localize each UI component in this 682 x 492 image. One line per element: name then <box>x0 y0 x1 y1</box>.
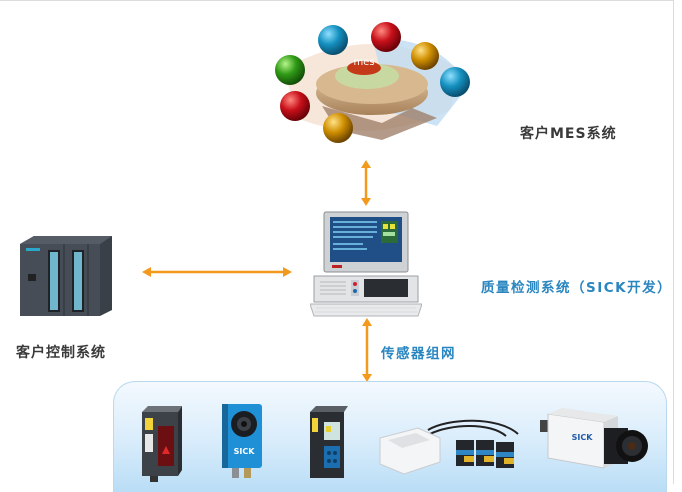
plc-io-strip-2 <box>74 252 82 310</box>
sensor-multihead-controller <box>379 419 519 475</box>
arrow-head-up <box>361 160 371 168</box>
frame-top-border <box>0 0 674 1</box>
sensor-sick-ranger-camera: SICK <box>540 408 648 469</box>
quality-inspection-pc <box>310 210 422 318</box>
plc-io-strip-1 <box>50 252 58 310</box>
arrow-quality-sensors <box>362 318 372 382</box>
sensor-network-label: 传感器组网 <box>381 346 456 362</box>
mes-system-node: mes <box>262 18 482 148</box>
sensor-laser-distance <box>142 406 182 482</box>
mes-wheel-illustration: mes <box>275 22 470 143</box>
module-ball-purchase <box>323 113 353 143</box>
module-ball-tracking <box>440 67 470 97</box>
sick-logo: SICK <box>234 447 256 456</box>
sensor-displacement <box>310 406 348 478</box>
arrow-head-right <box>283 267 292 277</box>
quality-system-label: 质量检测系统（SICK开发） <box>481 280 673 296</box>
sensor-sick-vision: SICK <box>222 404 262 478</box>
module-ball-scheduling <box>280 91 310 121</box>
module-ball-document <box>411 42 439 70</box>
arrow-head-left <box>142 267 151 277</box>
keyboard <box>310 303 422 317</box>
mes-center-button <box>347 61 381 75</box>
sensor-network-panel: SICK SICK <box>113 381 667 492</box>
arrow-head-down <box>362 374 372 382</box>
arrow-head-down <box>361 198 371 206</box>
control-system-label: 客户控制系统 <box>16 345 106 361</box>
module-ball-quality <box>318 25 348 55</box>
mes-center-label: mes <box>353 57 374 68</box>
mes-system-label: 客户MES系统 <box>520 126 617 142</box>
module-ball-material <box>275 55 305 85</box>
frame-right-border <box>673 0 674 484</box>
arrow-mes-quality <box>361 160 371 206</box>
module-ball-equipment <box>371 22 401 52</box>
mes-module-balls <box>275 22 470 143</box>
arrow-control-quality <box>142 267 292 277</box>
customer-control-plc <box>14 234 114 318</box>
camera-sick-logo: SICK <box>572 433 594 442</box>
arrow-head-up <box>362 318 372 326</box>
pc-drive-bay <box>364 279 408 297</box>
